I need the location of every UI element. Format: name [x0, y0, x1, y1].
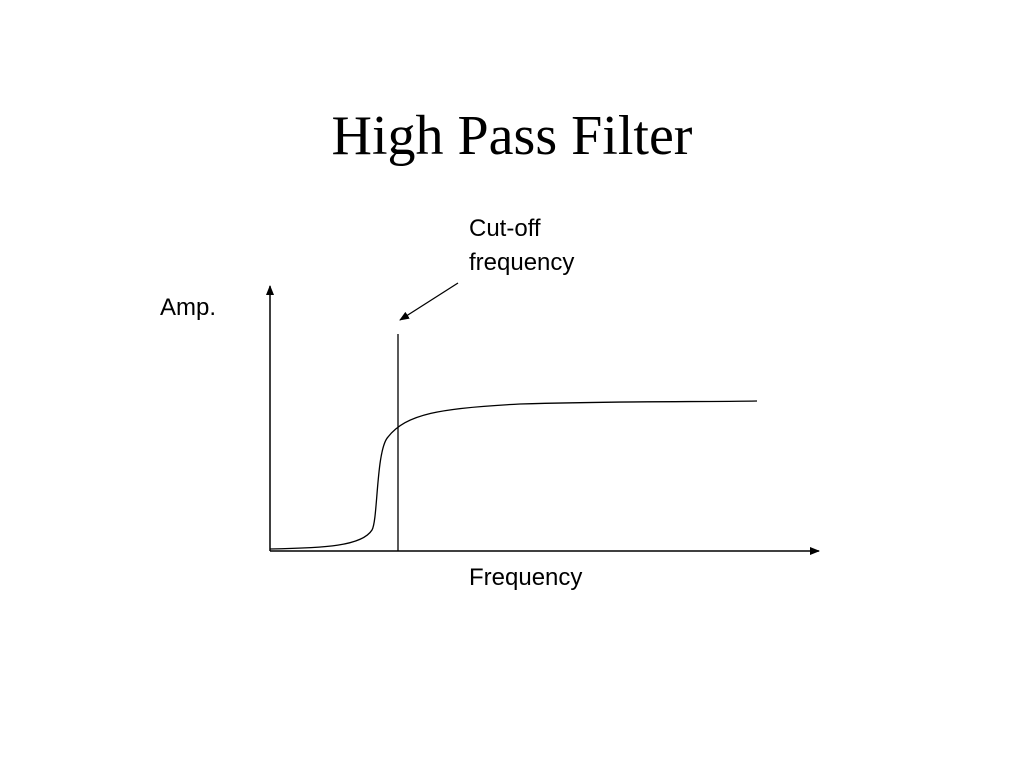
cutoff-annotation-line1: Cut-off — [469, 215, 541, 242]
cutoff-annotation-line2: frequency — [469, 249, 575, 276]
response-curve — [269, 400, 758, 550]
y-axis-label: Amp. — [160, 294, 217, 321]
slide-title: High Pass Filter — [331, 105, 693, 167]
x-axis-label: Frequency — [469, 564, 583, 591]
cutoff-annotation-label: Cut-off frequency — [469, 212, 574, 280]
cutoff-annotation-arrow — [399, 282, 459, 321]
